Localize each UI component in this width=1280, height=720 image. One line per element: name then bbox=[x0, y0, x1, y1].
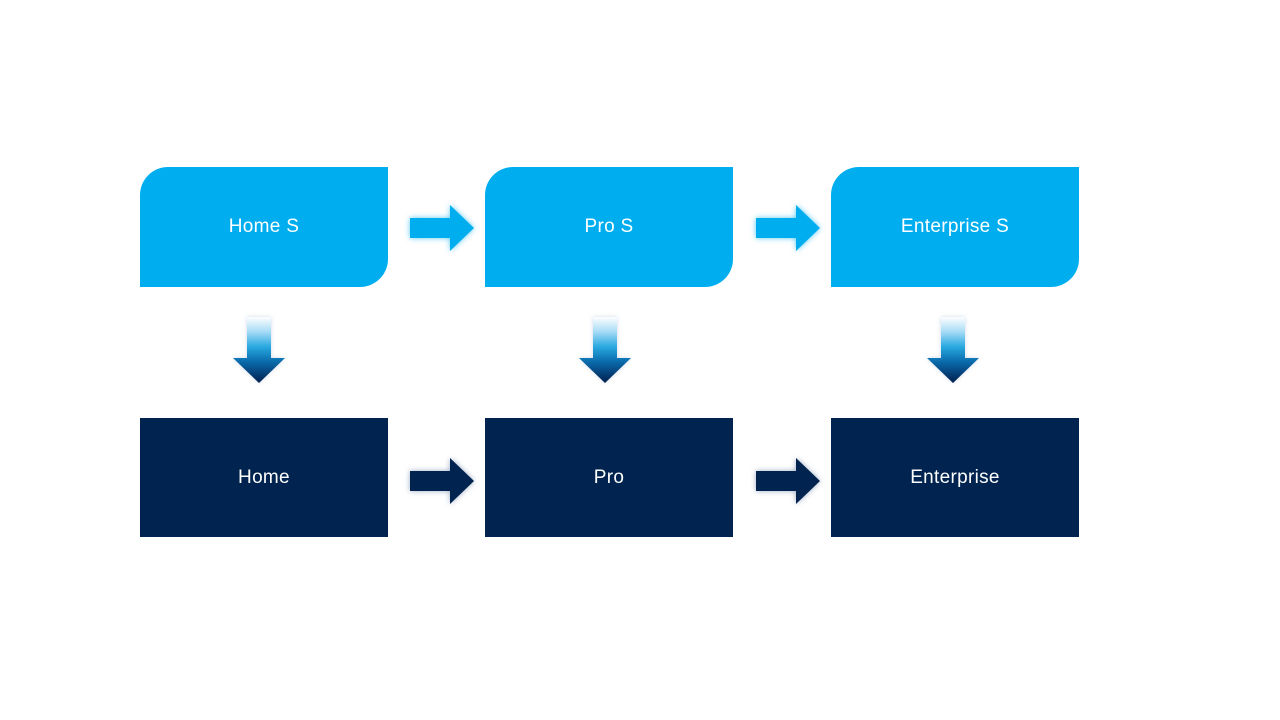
down-arrow-icon bbox=[233, 317, 285, 383]
right-arrow-icon bbox=[410, 458, 474, 504]
right-arrow-icon bbox=[410, 205, 474, 251]
down-arrow-icon bbox=[579, 317, 631, 383]
right-arrow-icon bbox=[756, 205, 820, 251]
node-label: Enterprise bbox=[910, 466, 1000, 488]
node-label: Pro S bbox=[584, 216, 634, 237]
node-pro-s: Pro S bbox=[485, 167, 733, 287]
node-home-s: Home S bbox=[140, 167, 388, 287]
node-pro: Pro bbox=[485, 418, 733, 537]
node-home: Home bbox=[140, 418, 388, 537]
node-label: Home S bbox=[228, 216, 300, 237]
node-label: Enterprise S bbox=[900, 216, 1010, 237]
node-label: Pro bbox=[593, 466, 625, 488]
node-enterprise-s: Enterprise S bbox=[831, 167, 1079, 287]
right-arrow-icon bbox=[756, 458, 820, 504]
node-enterprise: Enterprise bbox=[831, 418, 1079, 537]
down-arrow-icon bbox=[927, 317, 979, 383]
node-label: Home bbox=[238, 466, 290, 488]
